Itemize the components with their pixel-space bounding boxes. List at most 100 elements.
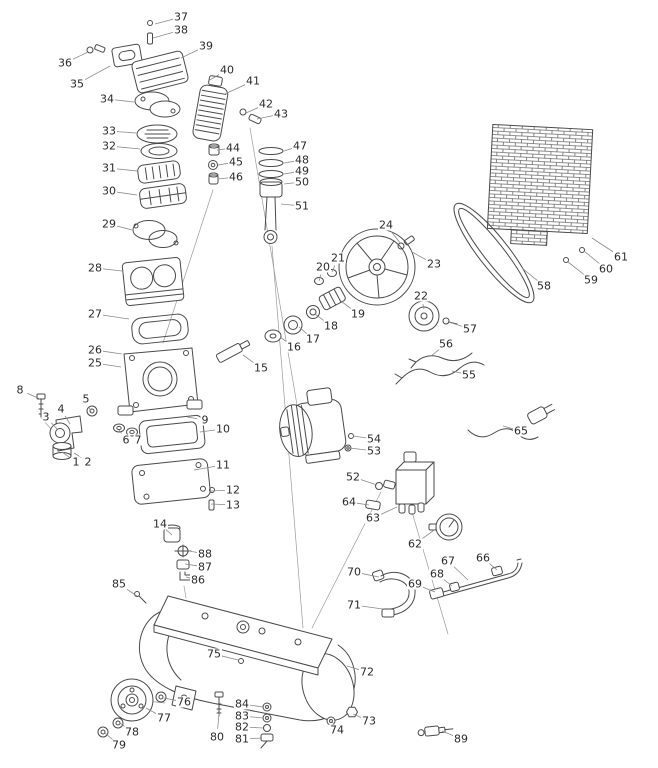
leader-line: [422, 586, 436, 593]
leader-line: [331, 720, 334, 724]
leader-line: [163, 697, 177, 701]
part-number-label: 17: [305, 332, 321, 346]
leader-line: [152, 31, 174, 39]
part-number-label: 31: [101, 161, 117, 175]
part-number-label: 12: [225, 483, 241, 497]
leader-line: [131, 432, 134, 435]
leader-line: [361, 605, 384, 610]
pressure-gauge: [428, 513, 463, 541]
leader-line: [116, 131, 137, 134]
part-number-label: 18: [323, 319, 339, 333]
leader-line: [27, 392, 41, 400]
part-number-label: 76: [176, 695, 192, 709]
leader-line: [145, 707, 158, 715]
part-number-label: 19: [350, 307, 366, 321]
part-number-label: 56: [438, 337, 454, 351]
leader-line: [242, 354, 255, 364]
cylinder-head-cover: [131, 50, 189, 94]
part-number-label: 20: [315, 260, 331, 274]
leader-line: [583, 250, 601, 265]
leader-line: [349, 447, 367, 451]
part-number-label: 80: [209, 730, 225, 744]
leader-line: [217, 162, 229, 166]
leader-line: [283, 182, 295, 185]
check-valve-fittings: [365, 479, 396, 511]
leader-line: [186, 416, 198, 420]
leader-line: [361, 573, 380, 578]
leader-line: [217, 712, 220, 730]
part-number-label: 63: [365, 511, 381, 525]
leader-line: [280, 203, 295, 206]
leader-line: [340, 300, 352, 310]
part-number-label: 22: [413, 289, 429, 303]
part-number-label: 41: [245, 74, 261, 88]
safety-valve: [417, 725, 454, 737]
part-number-label: 8: [15, 383, 25, 397]
leader-line: [125, 588, 138, 597]
leader-line: [314, 313, 325, 322]
part-number-label: 51: [294, 199, 310, 213]
piston-and-rod: [259, 178, 283, 244]
discharge-hose: [371, 569, 416, 618]
leader-line: [102, 268, 123, 272]
part-number-label: 11: [215, 458, 231, 472]
part-number-label: 66: [475, 551, 491, 565]
leader-line: [64, 415, 71, 425]
part-number-label: 21: [330, 251, 346, 265]
part-number-label: 36: [57, 56, 73, 70]
valve-seat: [139, 183, 187, 209]
part-number-label: 30: [101, 184, 117, 198]
part-number-label: 10: [215, 422, 231, 436]
leader-line: [421, 527, 438, 540]
drive-belt: [453, 202, 535, 304]
part-number-label: 82: [234, 720, 250, 734]
head-plate: [134, 91, 181, 118]
leader-line: [249, 716, 264, 719]
outlet-pipe: [429, 558, 523, 600]
valve-plate: [137, 160, 181, 184]
motor-bolts: [344, 433, 354, 452]
leader-line: [249, 704, 264, 708]
part-number-label: 49: [294, 164, 310, 178]
cylinder: [121, 256, 185, 307]
cylinder-gasket: [131, 313, 189, 345]
part-number-label: 62: [407, 537, 423, 551]
part-number-label: 1: [71, 455, 81, 469]
part-number-label: 26: [87, 343, 103, 357]
motor-wires: [394, 352, 485, 385]
part-number-label: 16: [286, 340, 302, 354]
air-filter: [192, 75, 229, 142]
part-number-label: 64: [341, 495, 357, 509]
part-number-label: 88: [197, 547, 213, 561]
part-number-label: 84: [234, 697, 250, 711]
part-number-label: 55: [461, 368, 477, 382]
part-number-label: 81: [234, 732, 250, 746]
part-number-label: 77: [156, 711, 172, 725]
leader-line: [217, 177, 229, 180]
part-number-label: 89: [453, 732, 469, 746]
leader-line: [298, 326, 308, 335]
leader-line: [221, 655, 239, 661]
part-number-label: 39: [198, 39, 214, 53]
leader-line: [51, 422, 58, 430]
part-number-label: 48: [294, 153, 310, 167]
part-number-label: 69: [407, 577, 423, 591]
leader-line: [83, 65, 111, 81]
motor: [279, 387, 347, 464]
part-number-label: 34: [99, 92, 115, 106]
leader-line: [188, 550, 198, 553]
part-number-label: 54: [366, 432, 382, 446]
leader-line: [488, 562, 498, 571]
part-number-label: 13: [225, 498, 241, 512]
leader-line: [411, 251, 428, 261]
leader-line: [88, 406, 92, 413]
leader-line: [453, 566, 469, 581]
leader-line: [185, 576, 191, 579]
part-number-label: 50: [294, 175, 310, 189]
part-number-label: 47: [292, 139, 308, 153]
leader-line: [116, 146, 141, 150]
pressure-switch: [395, 451, 435, 515]
leader-line: [210, 489, 226, 492]
part-number-label: 35: [69, 77, 85, 91]
leader-line: [61, 451, 70, 458]
